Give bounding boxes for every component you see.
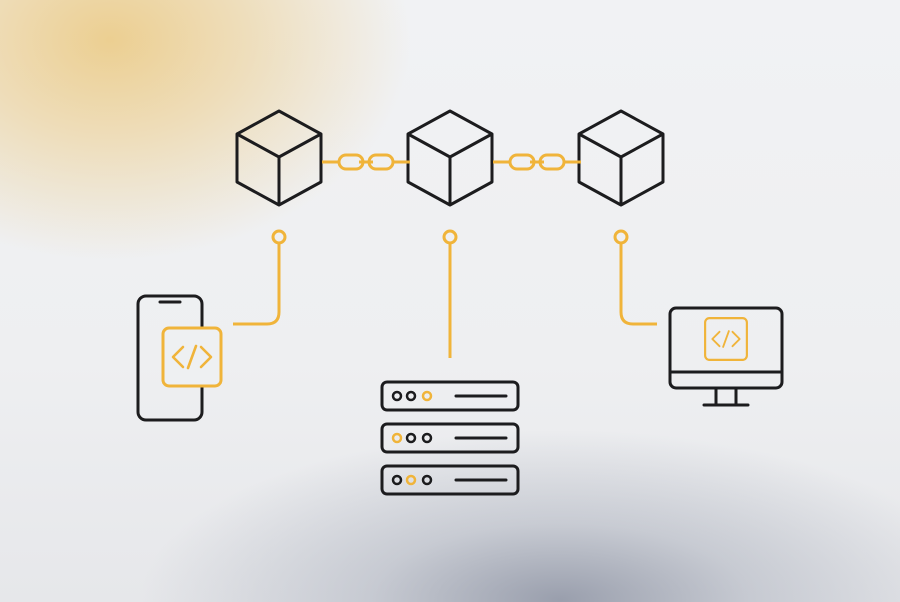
chain-link-1-2-icon [320,153,412,171]
connector-block-3-to-desktop [613,229,657,326]
connector-block-1-to-mobile [233,229,287,326]
monitor-code-icon [668,306,784,407]
server-unit-1 [380,380,520,412]
block-1-cube-icon [235,109,323,207]
server-rack-icon [380,380,520,496]
block-3-cube-icon [577,109,665,207]
smartphone-code-icon [136,294,223,422]
block-2-cube-icon [406,109,494,207]
chain-link-2-3-icon [491,153,583,171]
server-unit-3 [380,464,520,496]
connector-block-2-to-server [442,229,458,358]
server-unit-2 [380,422,520,454]
